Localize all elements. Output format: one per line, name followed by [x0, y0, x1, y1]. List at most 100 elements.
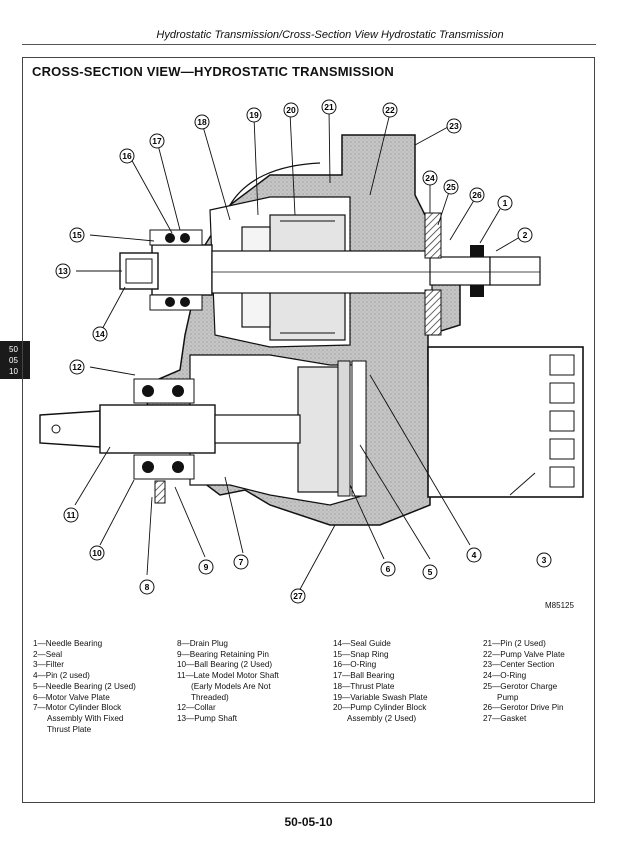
- svg-text:6: 6: [386, 564, 391, 574]
- page-number: 50-05-10: [284, 815, 333, 829]
- svg-text:13: 13: [58, 266, 68, 276]
- svg-text:18: 18: [197, 117, 207, 127]
- svg-text:21: 21: [324, 102, 334, 112]
- legend-item: 6—Motor Valve Plate: [33, 692, 110, 702]
- pump-shaft: [119, 244, 541, 296]
- svg-text:25: 25: [446, 182, 456, 192]
- callout-7: 7: [233, 554, 249, 570]
- svg-text:16: 16: [122, 151, 132, 161]
- legend-item-continued: Thrust Plate: [47, 724, 92, 734]
- callout-23: 23: [446, 118, 462, 134]
- cross-section-diagram: 1 2 3 4 5 6 7 8 9 10 11 12 13 14 15 16 1…: [39, 99, 584, 604]
- svg-text:15: 15: [72, 230, 82, 240]
- svg-text:1: 1: [503, 198, 508, 208]
- section-tab-page: 10: [9, 367, 18, 376]
- callout-12: 12: [69, 359, 85, 375]
- legend-item: 23—Center Section: [483, 660, 555, 670]
- callout-16: 16: [119, 148, 135, 164]
- svg-text:27: 27: [293, 591, 303, 601]
- charge-pump-area: [424, 212, 484, 336]
- legend-item: 14—Seal Guide: [333, 639, 391, 648]
- callout-24: 24: [422, 170, 438, 186]
- callout-17: 17: [149, 133, 165, 149]
- callout-19: 19: [246, 107, 262, 123]
- legend-item: 18—Thrust Plate: [333, 681, 395, 691]
- callout-13: 13: [55, 263, 71, 279]
- callout-18: 18: [194, 114, 210, 130]
- drain-plug: [154, 480, 166, 504]
- svg-text:23: 23: [449, 121, 459, 131]
- legend-item: 12—Collar: [177, 703, 216, 713]
- legend-item: 7—Motor Cylinder Block: [33, 703, 122, 713]
- svg-text:11: 11: [67, 510, 76, 520]
- legend-item: 2—Seal: [33, 649, 63, 659]
- motor-shaft: [39, 404, 301, 454]
- legend-item: 10—Ball Bearing (2 Used): [177, 660, 273, 670]
- svg-text:26: 26: [472, 190, 482, 200]
- legend-item-continued: Pump: [497, 692, 519, 702]
- legend-item: 11—Late Model Motor Shaft: [177, 671, 279, 681]
- leader-lines: [74, 108, 536, 594]
- section-tab-section: 05: [9, 356, 18, 365]
- svg-text:4: 4: [472, 550, 477, 560]
- svg-text:7: 7: [239, 557, 244, 567]
- legend-item: 20—Pump Cylinder Block: [333, 703, 427, 713]
- callout-1: 1: [497, 195, 513, 211]
- legend-item: 21—Pin (2 Used): [483, 639, 546, 648]
- callout-20: 20: [283, 102, 299, 118]
- svg-text:8: 8: [145, 582, 150, 592]
- figure-frame: [22, 57, 595, 803]
- legend-item-continued: (Early Models Are Not: [191, 681, 271, 691]
- callout-6: 6: [380, 561, 396, 577]
- legend-item: 5—Needle Bearing (2 Used): [33, 681, 136, 691]
- section-tab-group: 50: [9, 345, 18, 354]
- callout-25: 25: [443, 179, 459, 195]
- legend-column-3: 14—Seal Guide 15—Snap Ring 16—O-Ring 17—…: [333, 639, 428, 725]
- callout-5: 5: [422, 564, 438, 580]
- callout-9: 9: [198, 559, 214, 575]
- legend-item: 3—Filter: [33, 660, 64, 670]
- legend-item: 13—Pump Shaft: [177, 713, 238, 723]
- legend-item-continued: Assembly (2 Used): [347, 713, 417, 723]
- legend-column-1: 1—Needle Bearing 2—Seal 3—Filter 4—Pin (…: [33, 639, 136, 735]
- svg-text:9: 9: [204, 562, 209, 572]
- legend-item-continued: Assembly With Fixed: [47, 713, 124, 723]
- callouts: 1 2 3 4 5 6 7 8 9 10 11 12 13 14 15 16 1…: [55, 99, 552, 604]
- filter: [427, 346, 584, 498]
- callout-4: 4: [466, 547, 482, 563]
- legend-item-continued: Threaded): [191, 692, 229, 702]
- header-rule: [22, 44, 596, 45]
- callout-2: 2: [517, 227, 533, 243]
- callout-21: 21: [321, 99, 337, 115]
- callout-14: 14: [92, 326, 108, 342]
- callout-26: 26: [469, 187, 485, 203]
- callout-3: 3: [536, 552, 552, 568]
- legend-column-2: 8—Drain Plug 9—Bearing Retaining Pin 10—…: [177, 639, 279, 725]
- figure-id: M85125: [545, 601, 574, 610]
- svg-text:2: 2: [523, 230, 528, 240]
- legend-item: 17—Ball Bearing: [333, 671, 395, 681]
- legend-item: 16—O-Ring: [333, 660, 377, 670]
- legend-item: 27—Gasket: [483, 713, 527, 723]
- svg-text:19: 19: [249, 110, 259, 120]
- legend-item: 25—Gerotor Charge: [483, 681, 558, 691]
- legend-item: 22—Pump Valve Plate: [483, 649, 565, 659]
- legend-item: 19—Variable Swash Plate: [333, 692, 428, 702]
- svg-text:22: 22: [385, 105, 395, 115]
- svg-text:12: 12: [72, 362, 82, 372]
- svg-text:24: 24: [425, 173, 435, 183]
- svg-text:3: 3: [542, 555, 547, 565]
- svg-text:5: 5: [428, 567, 433, 577]
- legend-item: 24—O-Ring: [483, 671, 527, 681]
- legend-item: 15—Snap Ring: [333, 649, 389, 659]
- callout-27: 27: [290, 588, 306, 604]
- running-header: Hydrostatic Transmission/Cross-Section V…: [156, 29, 504, 41]
- legend-item: 9—Bearing Retaining Pin: [177, 649, 269, 659]
- callout-15: 15: [69, 227, 85, 243]
- motor-ball-bearings: [133, 378, 195, 480]
- callout-22: 22: [382, 102, 398, 118]
- callout-11: 11: [63, 507, 79, 523]
- legend-column-4: 21—Pin (2 Used) 22—Pump Valve Plate 23—C…: [483, 639, 565, 725]
- section-title: CROSS-SECTION VIEW—HYDROSTATIC TRANSMISS…: [32, 64, 395, 79]
- svg-text:14: 14: [95, 329, 105, 339]
